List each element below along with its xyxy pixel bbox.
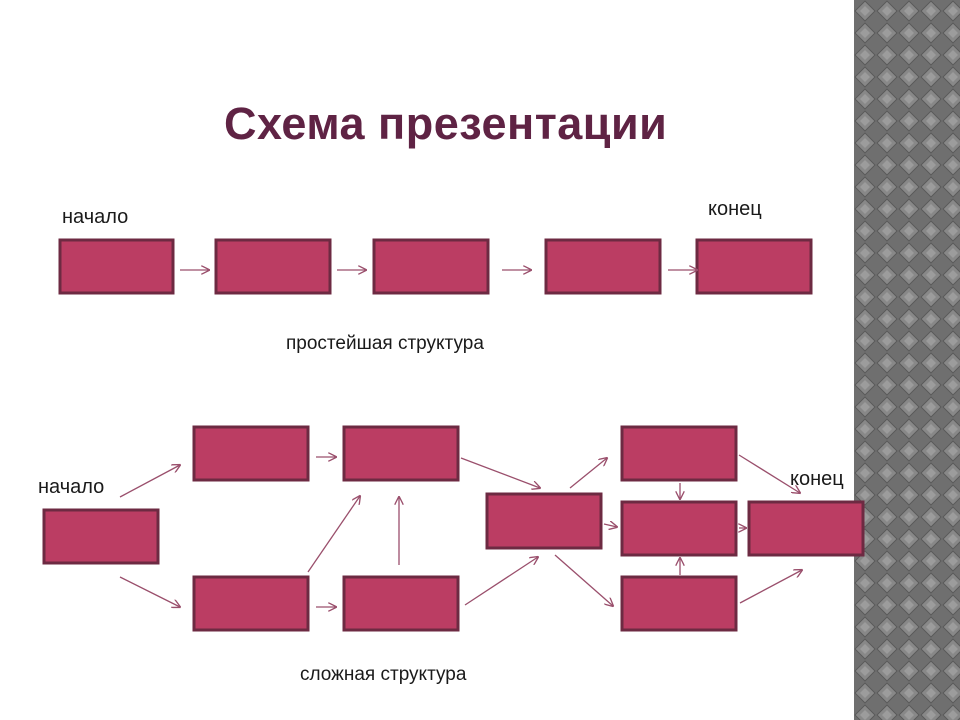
complex-structure-caption: сложная структура — [300, 664, 467, 685]
complex-arrow-start-to-top — [119, 465, 180, 498]
simple-structure-caption: простейшая структура — [286, 333, 484, 354]
complex-end-label: конец — [790, 468, 844, 490]
simple-box-4 — [544, 238, 662, 295]
simple-structure — [58, 238, 813, 295]
simple-start-label: начало — [62, 206, 129, 228]
complex-arrow-center-to-right-top — [569, 458, 607, 489]
simple-box-1 — [58, 238, 175, 295]
complex-box-start — [42, 508, 160, 565]
complex-box-bottom-2 — [342, 575, 460, 632]
complex-box-right-top — [620, 425, 738, 482]
simple-box-5 — [695, 238, 813, 295]
side-decorative-pattern — [854, 0, 960, 720]
complex-structure — [42, 425, 865, 632]
complex-box-top-2 — [342, 425, 460, 482]
complex-arrow-center-to-right-middle — [603, 524, 617, 527]
simple-box-3 — [372, 238, 490, 295]
complex-box-top-1 — [192, 425, 310, 482]
complex-box-bottom-1 — [192, 575, 310, 632]
complex-arrow-top2-to-center — [460, 457, 540, 488]
complex-arrow-start-to-bottom — [119, 576, 180, 607]
simple-box-2 — [214, 238, 332, 295]
complex-box-center — [485, 492, 603, 550]
complex-box-right-middle — [620, 500, 738, 557]
complex-box-end — [747, 500, 865, 557]
complex-arrow-right-bottom-to-end — [739, 570, 802, 604]
complex-arrow-right-top-to-end — [738, 454, 800, 493]
simple-end-label: конец — [708, 198, 762, 220]
complex-arrow-center-to-right-bottom — [554, 554, 613, 606]
complex-arrow-bottom1-to-top2 — [307, 496, 360, 573]
slide-title: Схема презентации — [224, 98, 668, 149]
complex-arrow-bottom2-to-center — [464, 557, 538, 606]
complex-start-label: начало — [38, 476, 105, 498]
complex-box-right-bottom — [620, 575, 738, 632]
